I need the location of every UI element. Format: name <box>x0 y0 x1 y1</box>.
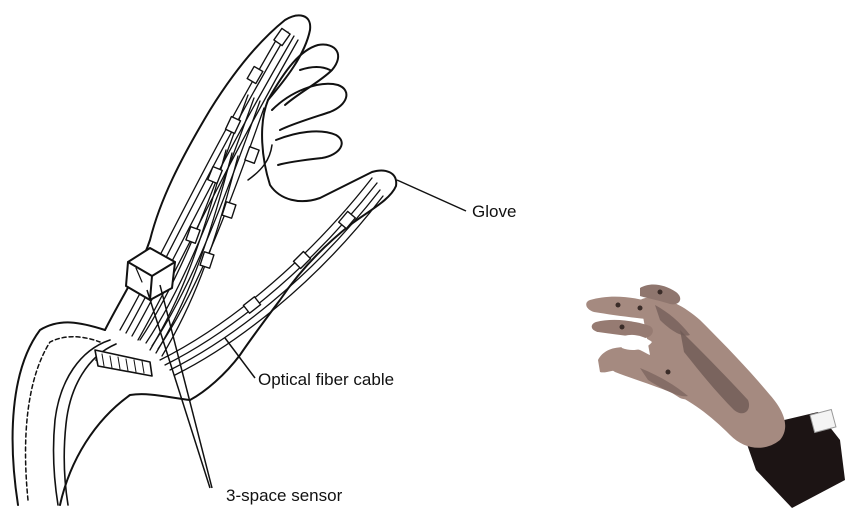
glove-label: Glove <box>472 203 516 220</box>
middle-finger-tip <box>300 67 330 70</box>
fiber-leader <box>225 338 255 378</box>
glove-leader <box>397 180 466 211</box>
ring-finger <box>272 84 346 130</box>
sleeve-inner <box>26 337 100 500</box>
glove-photo <box>586 285 845 508</box>
glove-back <box>607 297 785 448</box>
glove-line-drawing <box>13 15 397 505</box>
3-space-sensor-label: 3-space sensor <box>226 487 342 504</box>
cuff-sensor-box <box>810 409 836 432</box>
leader-lines <box>147 180 466 488</box>
sensor-leader-b <box>160 285 212 488</box>
optical-fiber-cable-label: Optical fiber cable <box>258 371 394 388</box>
sensor-leader-a <box>147 290 210 488</box>
little-finger <box>276 131 342 165</box>
middle-finger-fibers <box>140 95 264 349</box>
forearm-lower <box>60 394 190 505</box>
